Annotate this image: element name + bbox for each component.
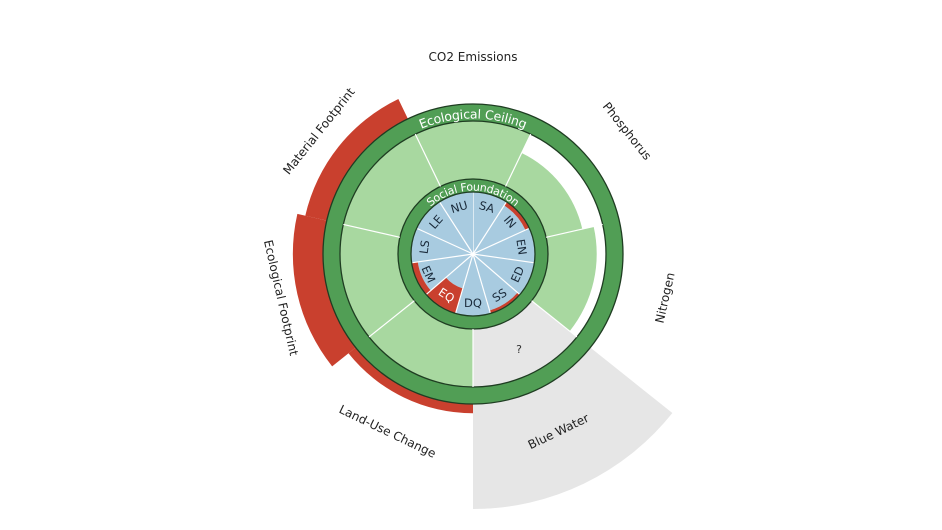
social-label-sa: SA [477,198,496,216]
sector-divider [414,133,441,187]
sector-ecological-footprint-overshoot [292,213,356,367]
sector-divider [505,133,532,187]
social-nu-bar [439,192,473,254]
social-label-nu: NU [449,198,469,216]
social-ss-shortfall [489,292,520,314]
sector-land-use-change-bar [369,300,473,387]
social-sa-bar [473,192,507,254]
ecological-ceiling-ring [323,104,623,404]
social-em-bar [417,254,473,291]
social-dq-bar [455,254,491,316]
social-divider [416,227,474,255]
social-eq-bar [445,254,473,289]
social-divider [472,227,530,255]
social-divider [411,253,474,264]
social-en-bar [473,228,536,263]
social-divider [472,253,492,314]
ecological-sectors [292,98,673,509]
social-in-bar [473,205,526,254]
sector-nitrogen-bar [531,226,597,332]
sector-divider [531,300,578,338]
social-divider [472,253,535,264]
social-eq-shortfall [426,277,463,314]
social-label-dq: DQ [464,296,482,310]
sector-ecological-footprint-bar [340,224,415,337]
ceiling-outer-edge [322,103,624,405]
social-em-shortfall [411,261,431,295]
label-co2-emissions: CO2 Emissions [429,50,518,64]
social-le-bar [416,201,473,254]
social-label-ss: SS [490,285,510,305]
sector-divider [343,223,401,238]
social-ls-bar [410,228,473,263]
social-label-ed: ED [508,264,527,285]
sector-blue-water-unknown [473,300,673,509]
foundation-inner-edge [410,191,536,317]
label-land-use-change: Land-Use Change [337,402,438,461]
social-ss-bar [473,254,518,311]
sector-divider [545,223,603,238]
social-label-em: EM [418,264,438,285]
unknown-marker: ? [516,343,522,356]
social-label-ls: LS [417,239,433,255]
sector-phosphorus-bar [505,152,583,238]
sector-co2-emissions-bar [415,121,531,187]
social-divider [472,201,508,255]
boundary-rings [322,103,624,405]
social-divider [454,253,474,314]
social-foundation-ring [398,179,548,329]
social-divider [472,253,521,296]
social-divider [438,201,474,255]
sector-divider [368,300,415,338]
sector-material-footprint-bar [343,134,441,238]
social-ed-bar [473,254,535,295]
label-phosphorus: Phosphorus [600,100,654,163]
social-in-shortfall [504,201,530,231]
sector-material-footprint-overshoot [305,98,408,221]
social-label-en: EN [513,238,529,256]
label-nitrogen: Nitrogen [652,271,677,324]
social-divider [425,253,474,296]
